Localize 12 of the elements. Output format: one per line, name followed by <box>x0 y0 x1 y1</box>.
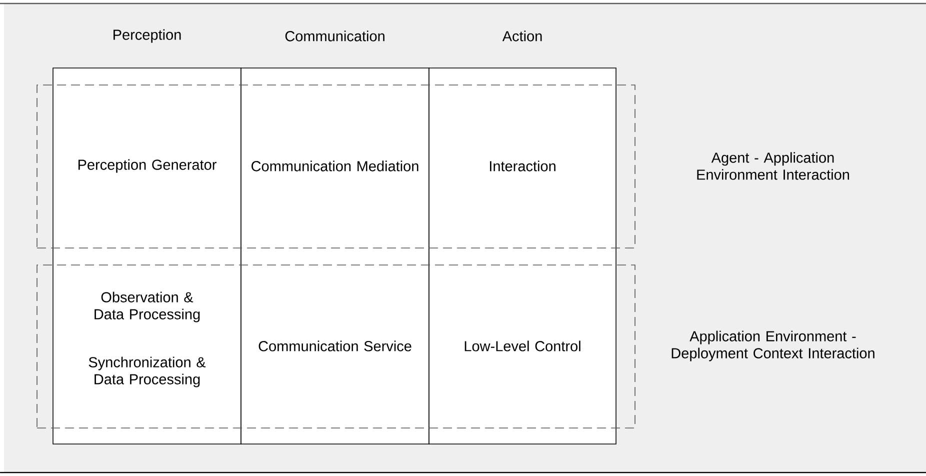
cell-text: Perception Generator <box>78 159 216 173</box>
column-heading: Communication <box>285 30 384 42</box>
cell-text: Observation & Data Processing <box>94 292 200 322</box>
column-heading: Action <box>502 30 542 42</box>
cell-text: Synchronization & Data Processing <box>88 356 206 388</box>
cell-text: Communication Mediation <box>252 160 418 172</box>
band-label: Agent - Application Environment Interaction <box>697 152 849 180</box>
cell-text: Low-Level Control <box>464 340 580 352</box>
cell-text: Interaction <box>490 160 556 172</box>
column-heading: Perception <box>114 29 181 43</box>
band-label: Application Environment - Deployment Context Interaction <box>672 330 874 362</box>
cell-text: Communication Service <box>258 340 412 352</box>
